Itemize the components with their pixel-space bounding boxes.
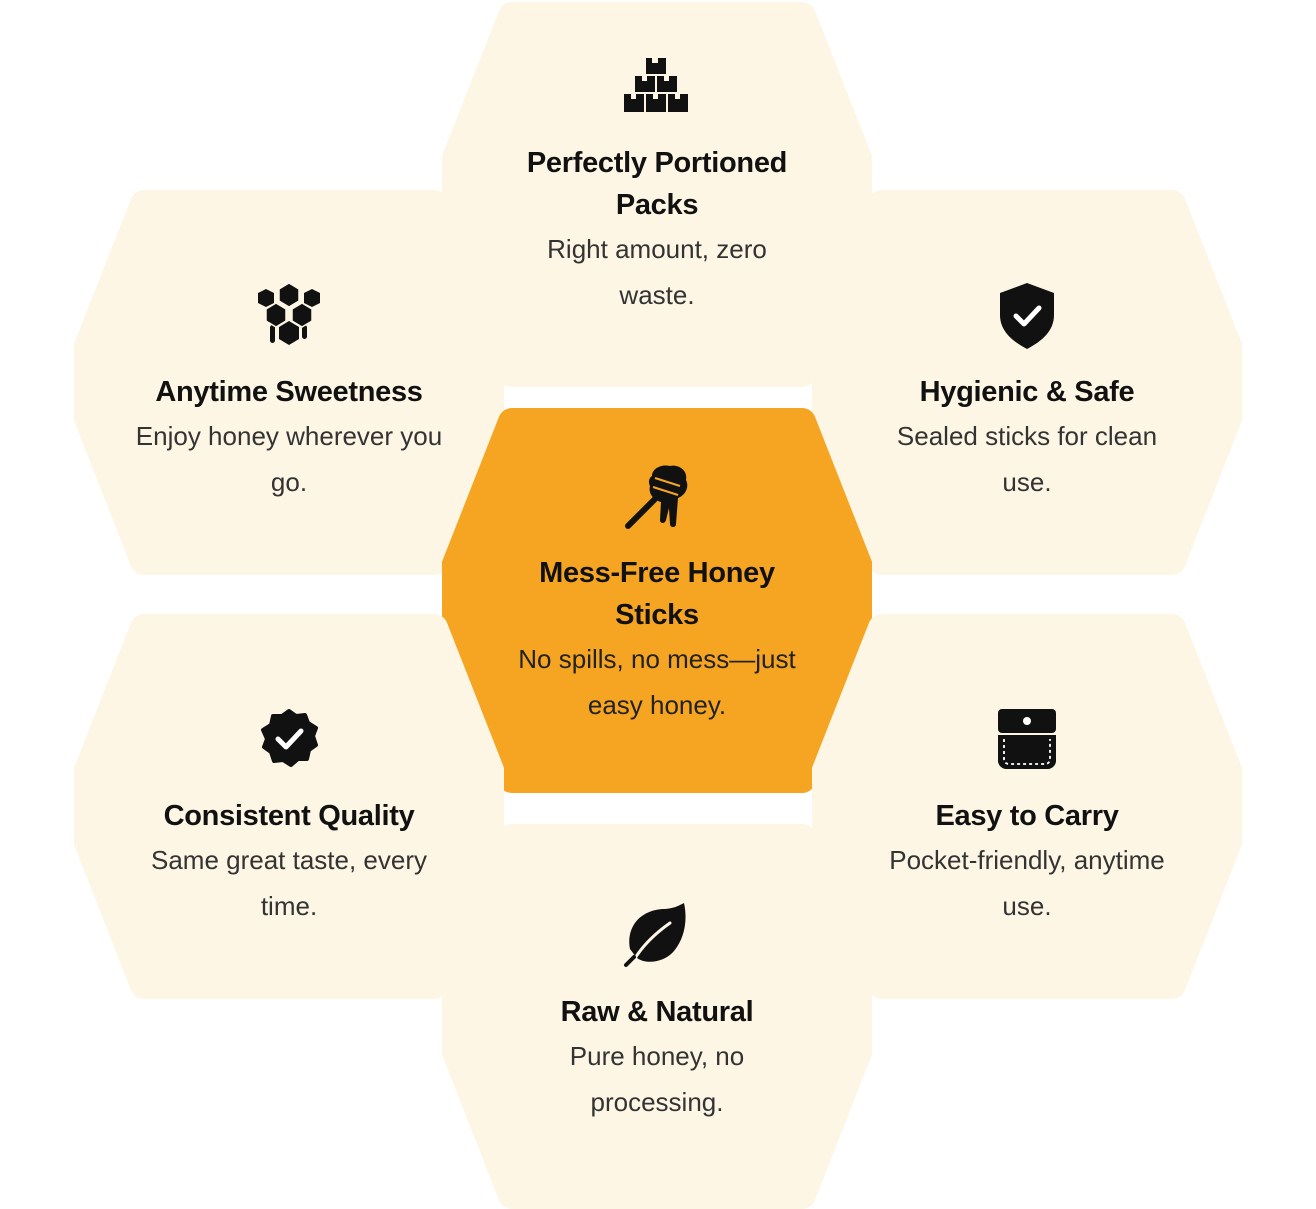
feature-hex-upper-right: Hygienic & Safe Sealed sticks for clean … xyxy=(812,190,1242,575)
feature-description: Enjoy honey wherever you go. xyxy=(135,420,443,497)
shield-check-icon xyxy=(992,281,1062,351)
feature-description: Sealed sticks for clean use. xyxy=(896,420,1158,497)
hexagon-background xyxy=(442,2,872,387)
hexagon-background xyxy=(442,408,872,793)
feature-hex-center: Mess-Free Honey Sticks No spills, no mes… xyxy=(442,408,872,793)
hexagon-background xyxy=(74,190,504,575)
feature-hex-upper-left: Anytime Sweetness Enjoy honey wherever y… xyxy=(74,190,504,575)
feature-title: Hygienic & Safe xyxy=(919,375,1135,408)
stacked-boxes-icon xyxy=(622,52,692,122)
feature-hex-lower-right: Easy to Carry Pocket-friendly, anytime u… xyxy=(812,614,1242,999)
feature-hex-top: Perfectly Portioned Packs Right amount, … xyxy=(442,2,872,387)
feature-description: Pocket-friendly, anytime use. xyxy=(889,844,1165,921)
feature-description: Pure honey, no processing. xyxy=(569,1040,745,1117)
honey-dipper-icon xyxy=(622,462,692,532)
feature-hex-lower-left: Consistent Quality Same great taste, eve… xyxy=(74,614,504,999)
honeycomb-drip-icon xyxy=(254,281,324,351)
badge-check-icon xyxy=(254,705,324,775)
feature-title: Raw & Natural xyxy=(560,995,754,1028)
feature-hex-bottom: Raw & Natural Pure honey, no processing. xyxy=(442,824,872,1209)
leaf-icon xyxy=(622,901,692,971)
hexagon-background xyxy=(812,190,1242,575)
feature-title: Mess-Free Honey Sticks xyxy=(539,556,775,631)
feature-description: No spills, no mess—just easy honey. xyxy=(518,643,796,720)
feature-description: Same great taste, every time. xyxy=(150,844,428,921)
feature-description: Right amount, zero waste. xyxy=(547,233,767,310)
feature-title: Anytime Sweetness xyxy=(155,375,423,408)
hexagon-background xyxy=(74,614,504,999)
feature-title: Consistent Quality xyxy=(163,799,415,832)
feature-title: Perfectly Portioned Packs xyxy=(526,146,788,221)
pocket-icon xyxy=(992,705,1062,775)
hexagon-background xyxy=(812,614,1242,999)
feature-title: Easy to Carry xyxy=(935,799,1119,832)
